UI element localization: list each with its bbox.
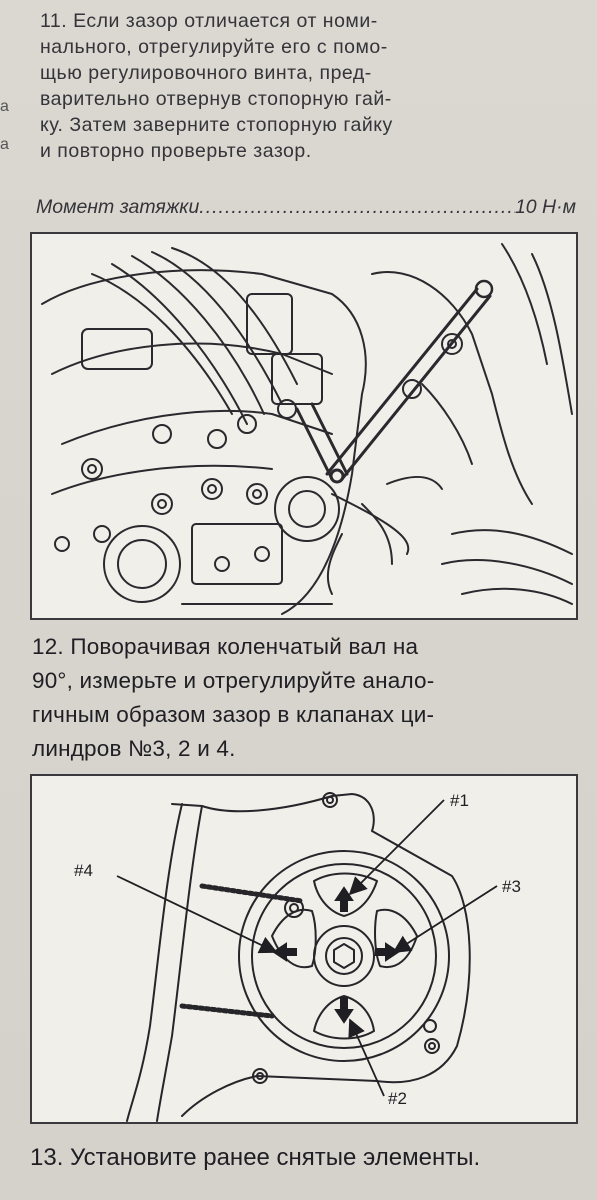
step-11-line: 11. Если зазор отличается от номи- — [40, 10, 378, 32]
label-cylinder-4: #4 — [74, 861, 93, 880]
torque-label: Момент затяжки — [36, 196, 200, 218]
figure-crankshaft-positions: #1 #3 #4 #2 — [30, 774, 578, 1124]
step-13-text: 13. Установите ранее снятые элементы. — [30, 1144, 481, 1171]
step-11-line: ку. Затем заверните стопорную гайку — [40, 114, 393, 136]
step-11-line: нального, отрегулируйте его с помо- — [40, 36, 388, 58]
step-11-line: щью регулировочного винта, пред- — [40, 62, 372, 84]
step-12-line: гичным образом зазор в клапанах ци- — [32, 702, 435, 727]
torque-spec: Момент затяжки .........................… — [36, 196, 576, 219]
crank-pulley-diagram: #1 #3 #4 #2 — [74, 791, 521, 1122]
step-12-line: 90°, измерьте и отрегулируйте анало- — [32, 668, 435, 693]
step-11-line: и повторно проверьте зазор. — [40, 140, 312, 162]
engine-illustration — [41, 243, 573, 615]
margin-mark: a — [0, 136, 9, 153]
step-12-line: линдров №3, 2 и 4. — [32, 736, 236, 761]
label-cylinder-3: #3 — [502, 877, 521, 896]
step-11-line: варительно отвернув стопорную гай- — [40, 88, 392, 110]
step-11-paragraph: 11. Если зазор отличается от номи- нальн… — [40, 8, 580, 164]
label-cylinder-2: #2 — [388, 1089, 407, 1108]
torque-value: 10 Н·м — [514, 196, 576, 218]
label-cylinder-1: #1 — [450, 791, 469, 810]
step-12-line: 12. Поворачивая коленчатый вал на — [32, 634, 419, 659]
step-12-paragraph: 12. Поворачивая коленчатый вал на 90°, и… — [32, 630, 582, 766]
leader-dots: ........................................… — [199, 196, 515, 218]
margin-mark: a — [0, 98, 9, 115]
figure-valve-adjustment — [30, 232, 578, 620]
